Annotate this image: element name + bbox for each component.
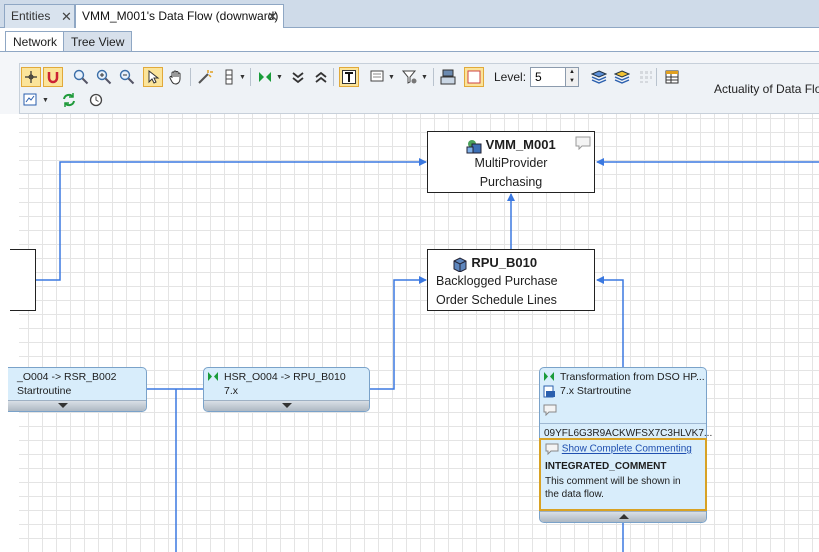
divider (540, 423, 706, 424)
toolbar-separator (250, 68, 251, 86)
tab-divider (0, 51, 819, 52)
frame-icon[interactable] (464, 67, 484, 87)
node-description: Backlogged Purchase (436, 274, 558, 288)
comment-icon[interactable] (543, 404, 557, 416)
tab-entities[interactable]: Entities ✕ (4, 4, 75, 28)
hand-icon[interactable] (166, 67, 186, 87)
chevron-down-icon[interactable] (58, 403, 68, 408)
crosshair-icon[interactable] (21, 67, 41, 87)
transformation-node-middle[interactable]: HSR_O004 -> RPU_B010 7.x (203, 367, 370, 412)
comment-heading: INTEGRATED_COMMENT (545, 461, 667, 472)
pointer-icon[interactable] (143, 67, 163, 87)
expand-bar[interactable] (204, 400, 369, 411)
comment-panel: Show Complete Commenting INTEGRATED_COMM… (539, 438, 707, 511)
expand-bar[interactable] (8, 400, 146, 411)
chevron-down-icon[interactable] (282, 403, 292, 408)
object-properties-icon[interactable] (438, 67, 458, 87)
zoom-out-icon[interactable] (117, 67, 137, 87)
view-tab-strip: Network Tree View (0, 28, 819, 53)
node-description: Order Schedule Lines (436, 293, 557, 307)
column-layout-icon[interactable] (219, 67, 239, 87)
clock-icon[interactable] (86, 90, 106, 110)
filter-settings-icon[interactable] (400, 67, 420, 87)
comment-icon (545, 443, 559, 455)
actuality-label: Actuality of Data Flo (714, 82, 819, 96)
connector (36, 158, 427, 281)
chevron-down-icon[interactable]: ▼ (388, 74, 395, 81)
collapse-all-icon[interactable] (311, 67, 331, 87)
chevron-down-icon[interactable]: ▼ (421, 74, 428, 81)
toolbar-separator (433, 68, 434, 86)
tab-data-flow-label: VMM_M001's Data Flow (downward) (82, 9, 279, 23)
tab-tree-view-label: Tree View (71, 35, 125, 49)
node-dso[interactable]: RPU_B010 Backlogged Purchase Order Sched… (427, 249, 595, 311)
node-id: VMM_M001 (485, 137, 556, 152)
level-label: Level: (494, 70, 527, 84)
routine-icon (543, 385, 555, 398)
node-description: MultiProvider (474, 156, 548, 170)
node-id: RPU_B010 (471, 255, 538, 270)
tab-network[interactable]: Network (5, 31, 66, 53)
toolbar-separator (190, 68, 191, 86)
table-icon[interactable] (662, 67, 682, 87)
toolbar-separator (656, 68, 657, 86)
chart-export-icon[interactable] (21, 90, 41, 110)
transformation-icon (544, 372, 554, 381)
magic-wand-icon[interactable] (195, 67, 215, 87)
zoom-in-icon[interactable] (94, 67, 114, 87)
text-icon[interactable] (339, 67, 359, 87)
transformation-node-left[interactable]: _O004 -> RSR_B002 Startroutine (8, 367, 147, 412)
layers-blue-icon[interactable] (589, 67, 609, 87)
show-complete-commenting-link[interactable]: Show Complete Commenting (561, 443, 692, 455)
tab-network-label: Network (13, 35, 58, 49)
tab-entities-label: Entities (11, 9, 51, 23)
grid-disabled-icon (636, 67, 656, 87)
node-multiprovider[interactable]: VMM_M001 MultiProvider Purchasing (427, 131, 595, 193)
connector (370, 276, 427, 390)
layers-yellow-icon[interactable] (612, 67, 632, 87)
partial-node[interactable] (10, 249, 36, 311)
comment-icon[interactable] (575, 136, 591, 150)
transformation-icon (208, 372, 218, 381)
connector (596, 276, 624, 367)
transformation-title: Transformation from DSO HP... (560, 371, 705, 383)
transformation-subtitle: 7.x Startroutine (560, 385, 632, 397)
magnet-icon[interactable] (43, 67, 63, 87)
display-options-icon[interactable] (368, 67, 388, 87)
level-input[interactable] (530, 67, 566, 87)
expand-all-icon[interactable] (288, 67, 308, 87)
transformation-title: HSR_O004 -> RPU_B010 (224, 371, 346, 383)
chevron-down-icon[interactable]: ▼ (239, 74, 246, 81)
document-tab-strip: Entities ✕ VMM_M001's Data Flow (downwar… (0, 0, 819, 29)
transformation-title: _O004 -> RSR_B002 (17, 371, 117, 383)
chevron-down-icon[interactable]: ▼ (42, 97, 49, 104)
dso-icon (453, 257, 467, 272)
comment-body: This comment will be shown in (545, 476, 681, 487)
tab-tree-view[interactable]: Tree View (63, 31, 133, 52)
close-icon[interactable]: ✕ (61, 9, 72, 24)
transformation-subtitle: Startroutine (17, 385, 72, 397)
left-gutter (0, 114, 19, 552)
refresh-icon[interactable] (59, 90, 79, 110)
chevron-up-icon[interactable] (619, 514, 629, 519)
collapse-bar[interactable] (540, 511, 706, 522)
tab-data-flow[interactable]: VMM_M001's Data Flow (downward) ✕ (75, 4, 284, 29)
transformation-filter-icon[interactable] (255, 67, 275, 87)
toolbar-separator (333, 68, 334, 86)
node-description: Purchasing (479, 175, 543, 189)
transformation-id: 09YFL6G3R9ACKWFSX7C3HLVK7... (544, 428, 713, 439)
close-icon[interactable]: ✕ (267, 9, 278, 24)
transformation-subtitle: 7.x (224, 385, 239, 397)
zoom-fit-icon[interactable] (71, 67, 91, 87)
comment-body: the data flow. (545, 489, 604, 500)
level-stepper[interactable]: ▲▼ (566, 67, 579, 87)
chevron-down-icon[interactable]: ▼ (276, 74, 283, 81)
multiprovider-icon (466, 139, 482, 154)
